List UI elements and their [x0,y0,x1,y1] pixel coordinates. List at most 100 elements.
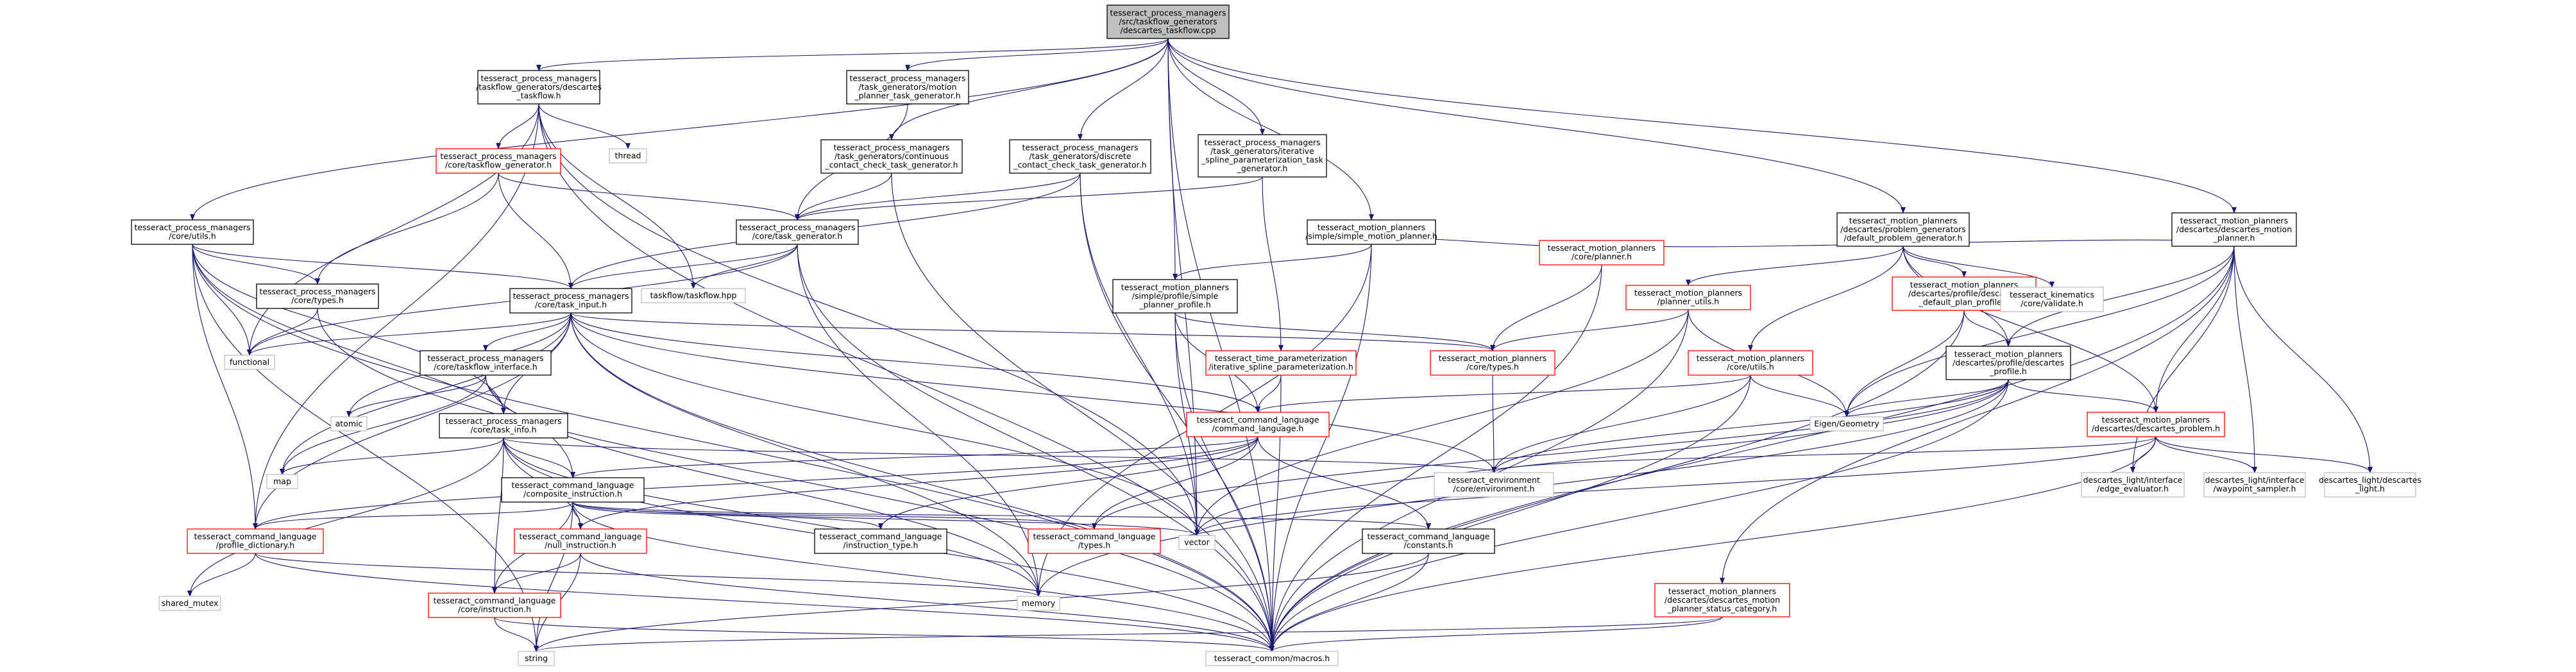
node-label-line: /descartes/descartes_motion [2176,224,2292,234]
edge-profile_dictionary_h-to-shared_mutex [187,553,256,597]
node-mp-core-utils-h[interactable]: tesseract_motion_planners/core/utils.h [1688,350,1813,376]
node-continuous-contact-check-h[interactable]: tesseract_process_managers/task_generato… [820,139,963,174]
node-iterative-spline-task-generator-h[interactable]: tesseract_process_managers/task_generato… [1198,134,1327,178]
node-planner-utils-h[interactable]: tesseract_motion_planners/planner_utils.… [1625,285,1751,310]
node-label-line: /task_generators/continuous [835,151,949,161]
node-box [1205,651,1339,666]
node-box [736,219,859,245]
node-edge-evaluator-h[interactable]: descartes_light/interface/edge_evaluator… [2081,472,2185,498]
edge-command_language_h-to-composite_instruction_h [570,436,1258,478]
node-task-input-h[interactable]: tesseract_process_managers/core/task_inp… [509,288,632,314]
node-label-line: /descartes_taskflow.cpp [1121,25,1216,35]
node-thread[interactable]: thread [609,148,647,164]
edge-continuous_contact_check_h-to-macros_h [891,172,1275,652]
node-profile-dictionary-h[interactable]: tesseract_command_language/profile_dicti… [187,528,324,554]
node-root[interactable]: tesseract_process_managers/src/taskflow_… [1106,4,1230,39]
edge-descartes_taskflow_h-to-taskflow_hpp [538,103,696,289]
node-vector[interactable]: vector [1178,535,1216,550]
node-eigen-geometry[interactable]: Eigen/Geometry [1809,416,1884,432]
edge-descartes_motion_planner_h-to-descartes_problem_h [2153,246,2235,413]
node-default-plan-profile-h[interactable]: tesseract_motion_planners/descartes/prof… [1892,276,2037,311]
edge-simple_motion_planner_h-to-simple_planner_profile_h [1173,244,1372,280]
node-instruction-type-h[interactable]: tesseract_command_language/instruction_t… [814,528,947,554]
node-kinematics-validate-h[interactable]: tesseract_kinematics/core/validate.h [2000,287,2104,312]
edge-composite_instruction_h-to-profile_dictionary_h [253,501,573,530]
node-default-problem-generator-h[interactable]: tesseract_motion_planners/descartes/prob… [1836,212,1970,247]
node-shared-mutex[interactable]: shared_mutex [158,596,221,611]
edge-root-to-descartes_taskflow_h [536,38,1169,71]
node-map[interactable]: map [266,474,298,489]
node-task-generator-h[interactable]: tesseract_process_managers/core/task_gen… [736,219,859,245]
node-descartes-problem-h[interactable]: tesseract_motion_planners/descartes/desc… [2087,412,2225,437]
edge-descartes_motion_planner_h-to-macros_h [1269,246,2235,652]
node-label-line: descartes_light/descartes [2319,475,2421,485]
node-box [1654,583,1790,617]
node-box [2324,472,2416,498]
node-label-line: /core/types.h [291,296,344,305]
node-string[interactable]: string [518,651,555,666]
node-motion-planner-task-generator-h[interactable]: tesseract_process_managers/task_generato… [846,70,969,105]
node-taskflow-hpp[interactable]: taskflow/taskflow.hpp [641,288,746,303]
node-waypoint-sampler-h[interactable]: descartes_light/interface/waypoint_sampl… [2203,472,2306,498]
node-descartes-taskflow-h[interactable]: tesseract_process_managers/taskflow_gene… [476,70,602,105]
edge-iterative_spline_task_generator_h-to-iterative_spline_param_h [1262,176,1284,351]
edge-command_language_h-to-null_instruction_h [578,436,1258,530]
node-label-line: tesseract_command_language [820,532,942,541]
node-cl-types-h[interactable]: tesseract_command_language/types.h [1028,528,1161,554]
node-mp-core-planner-h[interactable]: tesseract_motion_planners/core/planner.h [1539,240,1665,265]
node-memory[interactable]: memory [1017,596,1060,611]
node-label-line: /core/validate.h [2021,299,2083,308]
node-environment-h[interactable]: tesseract_environment/core/environment.h [1434,472,1554,498]
node-label-line: map [273,476,291,486]
edge-descartes_profile_h-to-eigen_geometry [1844,379,2009,417]
node-macros-h[interactable]: tesseract_common/macros.h [1205,651,1339,666]
edge-core_types_h-to-functional [247,308,318,356]
edge-planner_status_category_h-to-string [534,616,1723,652]
node-descartes-motion-planner-h[interactable]: tesseract_motion_planners/descartes/desc… [2171,212,2297,247]
node-label-line: _planner.h [2213,233,2255,242]
node-label-line: tesseract_motion_planners [2180,215,2288,225]
edge-root-to-simple_motion_planner_h [1167,38,1374,221]
node-composite-instruction-h[interactable]: tesseract_command_language/composite_ins… [501,477,645,503]
node-box [1017,596,1060,611]
node-taskflow-generator-h[interactable]: tesseract_process_managers/core/taskflow… [436,148,561,174]
node-simple-planner-profile-h[interactable]: tesseract_motion_planners/simple/profile… [1112,279,1238,314]
node-core-types-h[interactable]: tesseract_process_managers/core/types.h [256,283,379,309]
node-discrete-contact-check-h[interactable]: tesseract_process_managers/task_generato… [1009,139,1151,174]
node-command-language-h[interactable]: tesseract_command_language/command_langu… [1186,412,1330,437]
node-iterative-spline-param-h[interactable]: tesseract_time_parameterization/iterativ… [1205,350,1357,376]
edge-mp_core_types_h-to-environment_h [1491,374,1496,473]
node-label-line: tesseract_motion_planners [1121,282,1229,292]
node-label-line: /descartes/profile/descartes [1908,289,2020,298]
node-atomic[interactable]: atomic [330,416,368,432]
node-mp-core-types-h[interactable]: tesseract_motion_planners/core/types.h [1430,350,1555,376]
edge-mp_core_planner_h-to-mp_core_types_h [1490,264,1602,351]
node-descartes-light-h[interactable]: descartes_light/descartes_light.h [2319,472,2421,498]
node-taskflow-interface-h[interactable]: tesseract_process_managers/core/taskflow… [419,350,552,376]
node-functional[interactable]: functional [224,355,275,370]
node-descartes-profile-h[interactable]: tesseract_motion_planners/descartes/prof… [1945,346,2071,380]
node-constants-h[interactable]: tesseract_command_language/constants.h [1362,528,1495,554]
node-label-line: /core/environment.h [1453,484,1534,494]
node-box [436,148,561,174]
node-core-instruction-h[interactable]: tesseract_command_language/core/instruct… [428,592,561,618]
node-task-info-h[interactable]: tesseract_process_managers/core/task_inf… [439,413,568,439]
node-box [1028,528,1161,554]
edge-root-to-default_problem_generator_h [1167,38,1906,214]
node-label-line: tesseract_process_managers [445,416,561,426]
node-core-utils-h[interactable]: tesseract_process_managers/core/utils.h [131,219,254,245]
node-label-line: atomic [335,419,363,428]
node-box [1112,279,1238,314]
edge-descartes_profile_h-to-environment_h [1491,379,2009,473]
node-label-line: tesseract_motion_planners [1668,586,1776,596]
edge-constants_h-to-macros_h [1269,553,1429,652]
node-box [609,148,647,164]
node-null-instruction-h[interactable]: tesseract_command_language/null_instruct… [514,528,647,554]
node-planner-status-category-h[interactable]: tesseract_motion_planners/descartes/desc… [1654,583,1790,617]
edge-default_problem_generator_h-to-descartes_problem_h [1902,246,2158,413]
node-box [266,474,298,489]
node-label-line: shared_mutex [162,598,219,608]
node-label-line: /src/taskflow_generators [1119,17,1217,26]
node-simple-motion-planner-h[interactable]: tesseract_motion_planners/simple/simple_… [1305,219,1437,245]
edge-composite_instruction_h-to-instruction_type_h [572,501,883,530]
